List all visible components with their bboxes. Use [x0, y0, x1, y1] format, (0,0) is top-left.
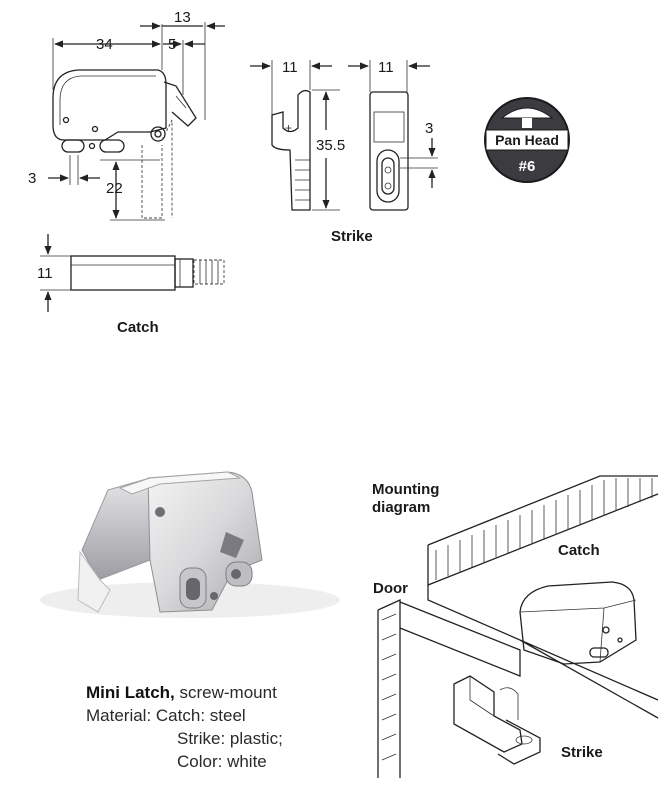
mounting-title-1: Mounting	[372, 481, 439, 498]
screw-size: #6	[519, 158, 536, 175]
product-mount-type: screw-mount	[174, 683, 277, 702]
door-label: Door	[373, 580, 408, 597]
dim-depth: 13	[174, 9, 191, 26]
pan-head-badge: Pan Head #6	[484, 97, 570, 183]
dim-strike-height: 35.5	[316, 137, 345, 154]
dim-strike-slot: 3	[425, 120, 433, 137]
catch-top-view: 11 Catch	[37, 234, 225, 336]
strike-material-line: Strike: plastic;	[177, 729, 283, 748]
dim-hole-offset: 3	[28, 170, 36, 187]
mounting-diagram: Mounting diagram Door Catch Strike	[372, 475, 659, 778]
strike-front-view: 11 3 Strike	[331, 59, 438, 245]
dim-strike-front-width: 11	[378, 59, 394, 76]
catch-drawing-label: Catch	[117, 319, 159, 336]
dim-offset: 5	[168, 36, 176, 53]
strike-side-view: 11 + 35.5	[250, 59, 345, 211]
mounting-title-2: diagram	[372, 499, 430, 516]
screw-head-icon	[500, 107, 554, 119]
dim-side-thickness: 11	[37, 265, 53, 282]
color-line: Color: white	[177, 752, 267, 771]
screw-head-type: Pan Head	[495, 132, 559, 148]
product-photo	[40, 471, 340, 618]
product-caption: Mini Latch, screw-mount Material: Catch:…	[86, 681, 386, 773]
dim-height: 22	[106, 180, 123, 197]
strike-drawing-label: Strike	[331, 228, 373, 245]
product-name: Mini Latch,	[86, 683, 175, 702]
svg-text:+: +	[285, 121, 292, 135]
dim-strike-side-width: 11	[282, 59, 298, 76]
material-line: Material: Catch: steel	[86, 706, 246, 725]
catch-side-view: 34 13 5 22	[28, 9, 225, 221]
mounting-strike-label: Strike	[561, 744, 603, 761]
mounting-catch-label: Catch	[558, 542, 600, 559]
dim-overall-width: 34	[96, 36, 113, 53]
